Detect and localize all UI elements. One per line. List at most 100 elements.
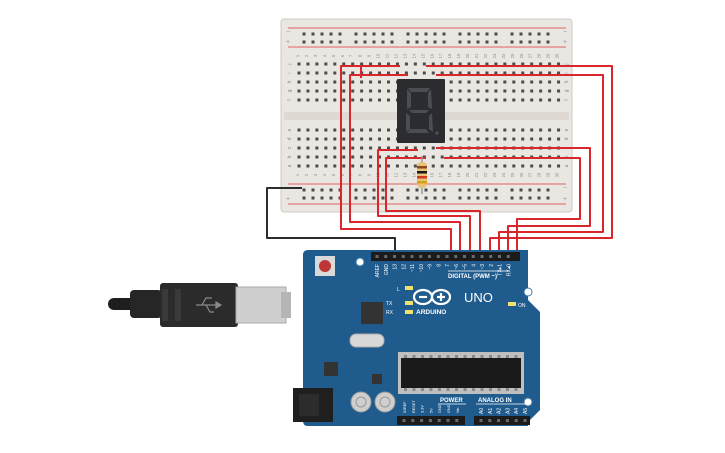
terminal-hole [315,164,319,168]
header-pin[interactable] [506,255,510,258]
rail-hole [528,188,532,192]
column-number: 2 [304,173,309,176]
rail-hole [354,32,358,36]
header-pin[interactable] [463,255,466,258]
terminal-hole [521,98,525,102]
terminal-hole [512,71,516,75]
column-number: 23 [492,172,497,177]
terminal-hole [503,98,507,102]
column-number: 30 [555,172,560,177]
rail-hole [390,196,394,200]
terminal-hole [387,137,390,141]
header-pin[interactable] [393,255,396,258]
top-rail-plus-right: + [563,39,567,46]
rail-hole [433,196,437,200]
header-pin[interactable] [445,255,449,258]
header-pin[interactable] [514,419,518,422]
rail-hole [476,196,480,200]
power-jack-inner [299,394,319,416]
terminal-hole [485,128,489,132]
header-pin[interactable] [489,255,493,258]
terminal-hole [548,71,552,75]
header-pin[interactable] [479,419,483,422]
digital-pin-label: ~6 [454,264,460,270]
header-pin[interactable] [454,255,458,258]
top-rail-plus-left: + [286,39,290,46]
header-pin[interactable] [436,255,440,258]
digital-pin-label: ~9 [428,264,434,270]
column-number: 22 [483,172,488,177]
terminal-hole [369,128,373,132]
header-pin[interactable] [437,419,441,422]
header-pin[interactable] [471,255,475,258]
wire-segment-e [426,65,613,253]
led-label-l: L [397,287,400,293]
terminal-hole [458,98,462,102]
terminal-hole [369,155,373,159]
header-pin[interactable] [446,419,450,422]
wire-segment-b [349,74,461,253]
column-number: 22 [483,53,488,58]
header-block [474,416,530,425]
header-pin[interactable] [498,255,501,258]
column-number: 29 [546,53,551,58]
terminal-hole [557,164,561,168]
header-pin[interactable] [428,419,432,422]
terminal-hole [315,137,319,141]
signal-wires [340,65,613,253]
rail-hole [519,188,523,192]
segment-g [409,110,429,113]
row-letter: d [287,137,293,140]
voltage-regulator [324,362,338,376]
header-pin[interactable] [402,419,406,422]
column-number: 9 [367,173,372,176]
header-pin[interactable] [401,255,405,258]
header-pin[interactable] [480,255,484,258]
header-pin[interactable] [488,419,492,422]
analog-label: ANALOG IN [478,398,512,404]
rail-hole [372,32,376,36]
rail-hole [467,188,471,192]
header-pin[interactable] [497,419,501,422]
header-pin[interactable] [375,255,379,258]
terminal-hole [324,164,328,168]
column-number: 28 [537,53,542,58]
terminal-hole [306,128,310,132]
terminal-hole [342,80,346,84]
header-pin[interactable] [384,255,388,258]
column-number: 26 [519,53,524,58]
column-number: 13 [402,53,407,58]
terminal-hole [351,89,355,93]
terminal-hole [333,71,337,75]
resistor-bands [417,166,427,184]
chip-pin [497,355,501,358]
rail-hole [485,196,489,200]
column-number: 2 [304,54,309,57]
terminal-hole [503,80,507,84]
power-pin-label: IOREF [403,401,407,413]
header-pin[interactable] [523,419,527,422]
rail-hole [537,40,541,44]
terminal-hole [378,128,382,132]
rail-hole [320,32,324,36]
header-pin[interactable] [419,255,423,258]
terminal-hole [440,71,444,75]
arduino-logo [412,288,452,306]
header-pin[interactable] [505,419,509,422]
header-pin[interactable] [411,419,415,422]
header-pin[interactable] [455,419,459,422]
analog-pin-label: A4 [514,408,520,414]
terminal-hole [512,137,516,141]
ground-wire [266,187,396,253]
chip-pin [463,355,467,358]
terminal-hole [539,128,543,132]
rail-hole [406,32,410,36]
seven-segment-digit [406,88,439,135]
header-pin[interactable] [420,419,424,422]
reset-button[interactable] [319,260,331,272]
header-pin[interactable] [410,255,414,258]
power-pin-label: RESET [412,400,416,413]
header-pin[interactable] [428,255,431,258]
rail-hole [476,188,480,192]
terminal-hole [333,98,337,102]
